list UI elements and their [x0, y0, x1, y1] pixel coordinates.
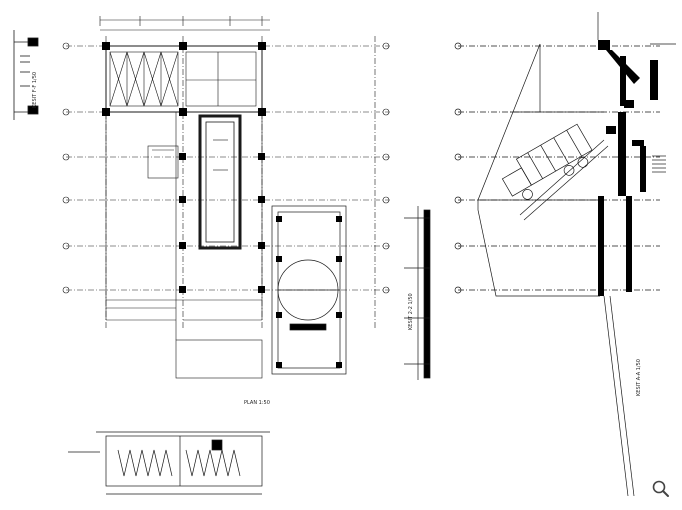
section-aa-walls — [598, 40, 658, 296]
plan-title: PLAN 1:50 — [244, 400, 270, 406]
section-22-strip — [404, 206, 431, 380]
tank-structure — [271, 205, 347, 375]
section-ff-title: KESIT F-F 1/50 — [32, 72, 38, 108]
zoom-button[interactable] — [650, 478, 672, 500]
plan-columns — [102, 42, 266, 293]
bottom-elevation — [68, 431, 270, 495]
section-aa-title: KESIT A-A 1/50 — [636, 359, 642, 396]
section-ff-detail — [13, 30, 39, 120]
section-22-title: KESIT 2-2 1/50 — [408, 293, 414, 330]
tank-columns — [276, 216, 342, 368]
floor-plan — [62, 16, 390, 379]
section-aa — [454, 12, 676, 497]
magnifier-icon — [652, 480, 669, 497]
